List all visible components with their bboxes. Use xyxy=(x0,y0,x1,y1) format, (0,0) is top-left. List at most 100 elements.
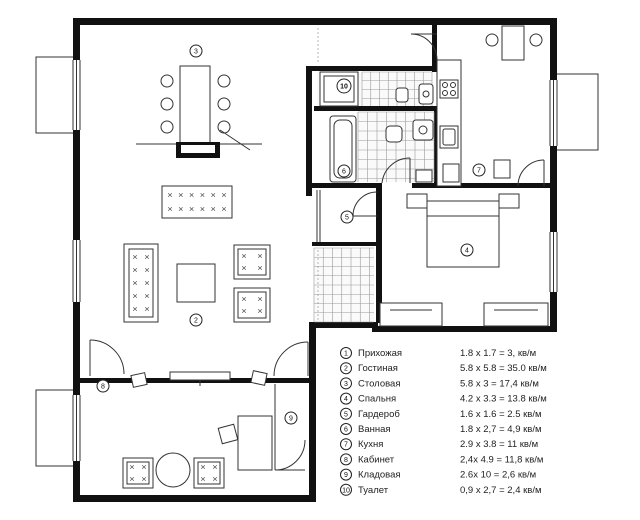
legend-area-value: 2.9 x 3.8 = 11 кв/м xyxy=(460,439,538,450)
legend-area-value: 4.2 x 3.3 = 13.8 кв/м xyxy=(460,394,547,405)
legend-number-badge xyxy=(340,438,352,451)
window-bay-west-upper xyxy=(35,56,79,134)
hob xyxy=(439,79,459,99)
room-marker: 6 xyxy=(337,164,351,178)
legend-number: 7 xyxy=(344,442,348,449)
legend-area-value: 0,9 x 2,7 = 2,4 кв/м xyxy=(460,485,542,496)
bed xyxy=(426,200,500,268)
round-table xyxy=(155,452,191,488)
legend-room-name: Спальня xyxy=(358,394,396,405)
dining-chair xyxy=(217,120,231,134)
legend-number-badge xyxy=(340,407,352,420)
legend-row: 10 Туалет 0,9 x 2,7 = 2,4 кв/м xyxy=(340,483,542,496)
room-marker: 3 xyxy=(189,44,203,58)
legend-number-badge xyxy=(340,453,352,466)
legend-area-value: 2.6x 10 = 2,6 кв/м xyxy=(460,470,536,481)
living-area xyxy=(123,185,271,323)
appliance xyxy=(442,163,460,183)
legend-room-name: Ванная xyxy=(358,424,391,435)
legend-number: 5 xyxy=(344,411,348,418)
legend-room-name: Кабинет xyxy=(358,454,395,465)
legend-area-value: 2,4x 4.9 = 11,8 кв/м xyxy=(460,454,543,465)
legend-number: 8 xyxy=(344,457,348,464)
legend-row: 3 Столовая 5.8 x 3 = 17,4 кв/м xyxy=(340,377,539,390)
svg-text:4: 4 xyxy=(465,248,469,255)
fridge xyxy=(501,25,525,61)
legend-room-name: Гардероб xyxy=(358,409,400,420)
dining-chair xyxy=(160,97,174,111)
window-bays xyxy=(35,56,599,467)
storage-area xyxy=(274,384,306,471)
legend-number: 10 xyxy=(342,487,350,494)
legend-room-name: Кладовая xyxy=(358,470,401,481)
room-markers: 3 2 4 5 6 7 8 9 10 xyxy=(96,44,486,425)
legend-number-badge xyxy=(340,347,352,359)
legend-number: 3 xyxy=(344,381,348,388)
legend-area-value: 5.8 x 3 = 17,4 кв/м xyxy=(460,378,539,389)
legend-number-badge xyxy=(340,362,352,375)
dining-area xyxy=(136,65,262,158)
svg-text:3: 3 xyxy=(194,49,198,56)
dining-table xyxy=(179,65,211,145)
dining-chair xyxy=(160,120,174,134)
window-bay-east xyxy=(555,73,599,151)
bathroom-area xyxy=(329,115,434,184)
room-marker: 5 xyxy=(340,210,354,224)
kitchen-area xyxy=(317,25,545,187)
toilet-bowl xyxy=(385,125,403,143)
kitchen-stool xyxy=(485,33,499,47)
wall-windows xyxy=(72,60,558,461)
dining-chair xyxy=(217,97,231,111)
door-swing xyxy=(273,341,309,377)
stool xyxy=(130,372,148,388)
svg-text:10: 10 xyxy=(340,84,348,91)
bedroom-area xyxy=(379,193,549,327)
window-bay-west-lower xyxy=(35,389,79,467)
sofa-seat xyxy=(128,248,154,318)
desk xyxy=(237,415,273,471)
legend-number-badge xyxy=(340,392,352,405)
room-marker: 9 xyxy=(284,411,298,425)
svg-text:8: 8 xyxy=(101,384,105,391)
door-swing xyxy=(89,339,125,375)
legend-room-name: Прихожая xyxy=(358,348,402,359)
legend-row: 7 Кухня 2.9 x 3.8 = 11 кв/м xyxy=(340,438,538,451)
desk-chair xyxy=(217,423,239,445)
armchair-seat xyxy=(237,248,267,276)
bathtub-inner xyxy=(333,119,353,179)
appliance xyxy=(493,159,511,179)
room-marker: 4 xyxy=(460,243,474,257)
dining-chair xyxy=(160,74,174,88)
room-marker: 2 xyxy=(189,313,203,327)
svg-text:2: 2 xyxy=(194,318,198,325)
room-marker: 10 xyxy=(336,78,352,94)
legend-number: 6 xyxy=(344,427,348,434)
washbasin-drain xyxy=(418,125,428,135)
svg-text:9: 9 xyxy=(289,416,293,423)
console xyxy=(169,371,231,381)
legend-row: 9 Кладовая 2.6x 10 = 2,6 кв/м xyxy=(340,468,536,481)
room-marker: 7 xyxy=(472,163,486,177)
legend-number: 2 xyxy=(344,366,348,373)
legend-area-value: 1.6 x 1.6 = 2.5 кв/м xyxy=(460,409,542,420)
legend-number: 1 xyxy=(344,351,348,358)
legend-room-name: Столовая xyxy=(358,378,400,389)
legend-row: 8 Кабинет 2,4x 4.9 = 11,8 кв/м xyxy=(340,453,543,466)
legend-room-name: Кухня xyxy=(358,439,383,450)
nightstand xyxy=(498,193,520,209)
wardrobe-unit xyxy=(379,302,443,327)
legend-number: 9 xyxy=(344,472,348,479)
legend-area-value: 5.8 x 5.8 = 35.0 кв/м xyxy=(460,363,547,374)
legend-room-name: Туалет xyxy=(358,485,389,496)
wardrobe-area xyxy=(316,190,378,320)
svg-text:7: 7 xyxy=(477,168,481,175)
kitchen-stool xyxy=(529,33,543,47)
appliance xyxy=(415,169,433,183)
legend-row: 5 Гардероб 1.6 x 1.6 = 2.5 кв/м xyxy=(340,407,542,420)
room-marker: 8 xyxy=(96,379,110,393)
